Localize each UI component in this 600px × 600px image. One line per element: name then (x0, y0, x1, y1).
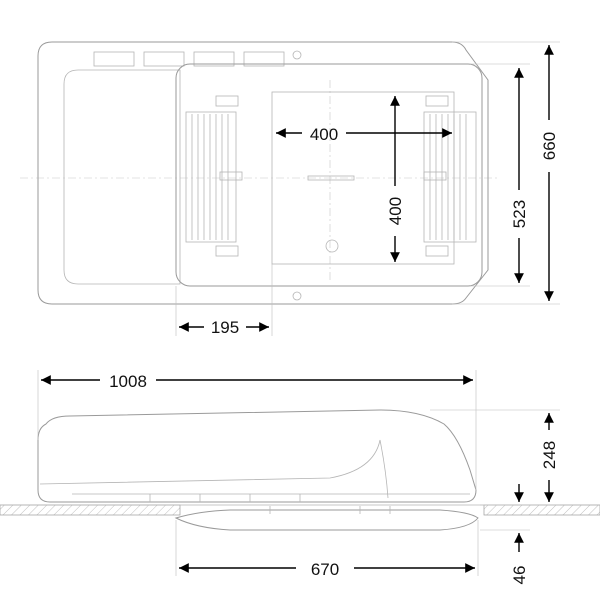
dim-label-195: 195 (211, 318, 239, 337)
dim-label-1008: 1008 (109, 372, 147, 391)
unit-body (37, 409, 477, 503)
dim-label-660: 660 (540, 132, 559, 160)
dim-label-523: 523 (510, 200, 529, 228)
dim-top-overall-height: 660 (540, 45, 559, 301)
dim-side-height: 248 (540, 413, 559, 502)
top-view (20, 41, 560, 336)
dim-side-base-thickness: 46 (510, 484, 529, 584)
interior-plate (174, 509, 479, 531)
dim-label-400-width: 400 (310, 125, 338, 144)
dim-top-inner-height: 400 (386, 96, 405, 262)
dim-label-670: 670 (311, 560, 339, 579)
dim-side-base-length: 670 (179, 560, 475, 579)
dim-top-base-height: 523 (510, 68, 529, 283)
dim-side-overall-length: 1008 (41, 372, 473, 391)
dim-label-248: 248 (540, 441, 559, 469)
dim-top-inner-width: 400 (276, 125, 452, 144)
dim-top-offset: 195 (179, 318, 269, 337)
dim-label-400-height: 400 (386, 197, 405, 225)
dim-label-46: 46 (510, 566, 529, 585)
side-view (0, 370, 600, 576)
right-grille (423, 95, 477, 257)
roof-outline (37, 41, 489, 305)
roof-ground (0, 504, 181, 516)
base-plate (175, 63, 483, 287)
left-grille (185, 95, 243, 257)
